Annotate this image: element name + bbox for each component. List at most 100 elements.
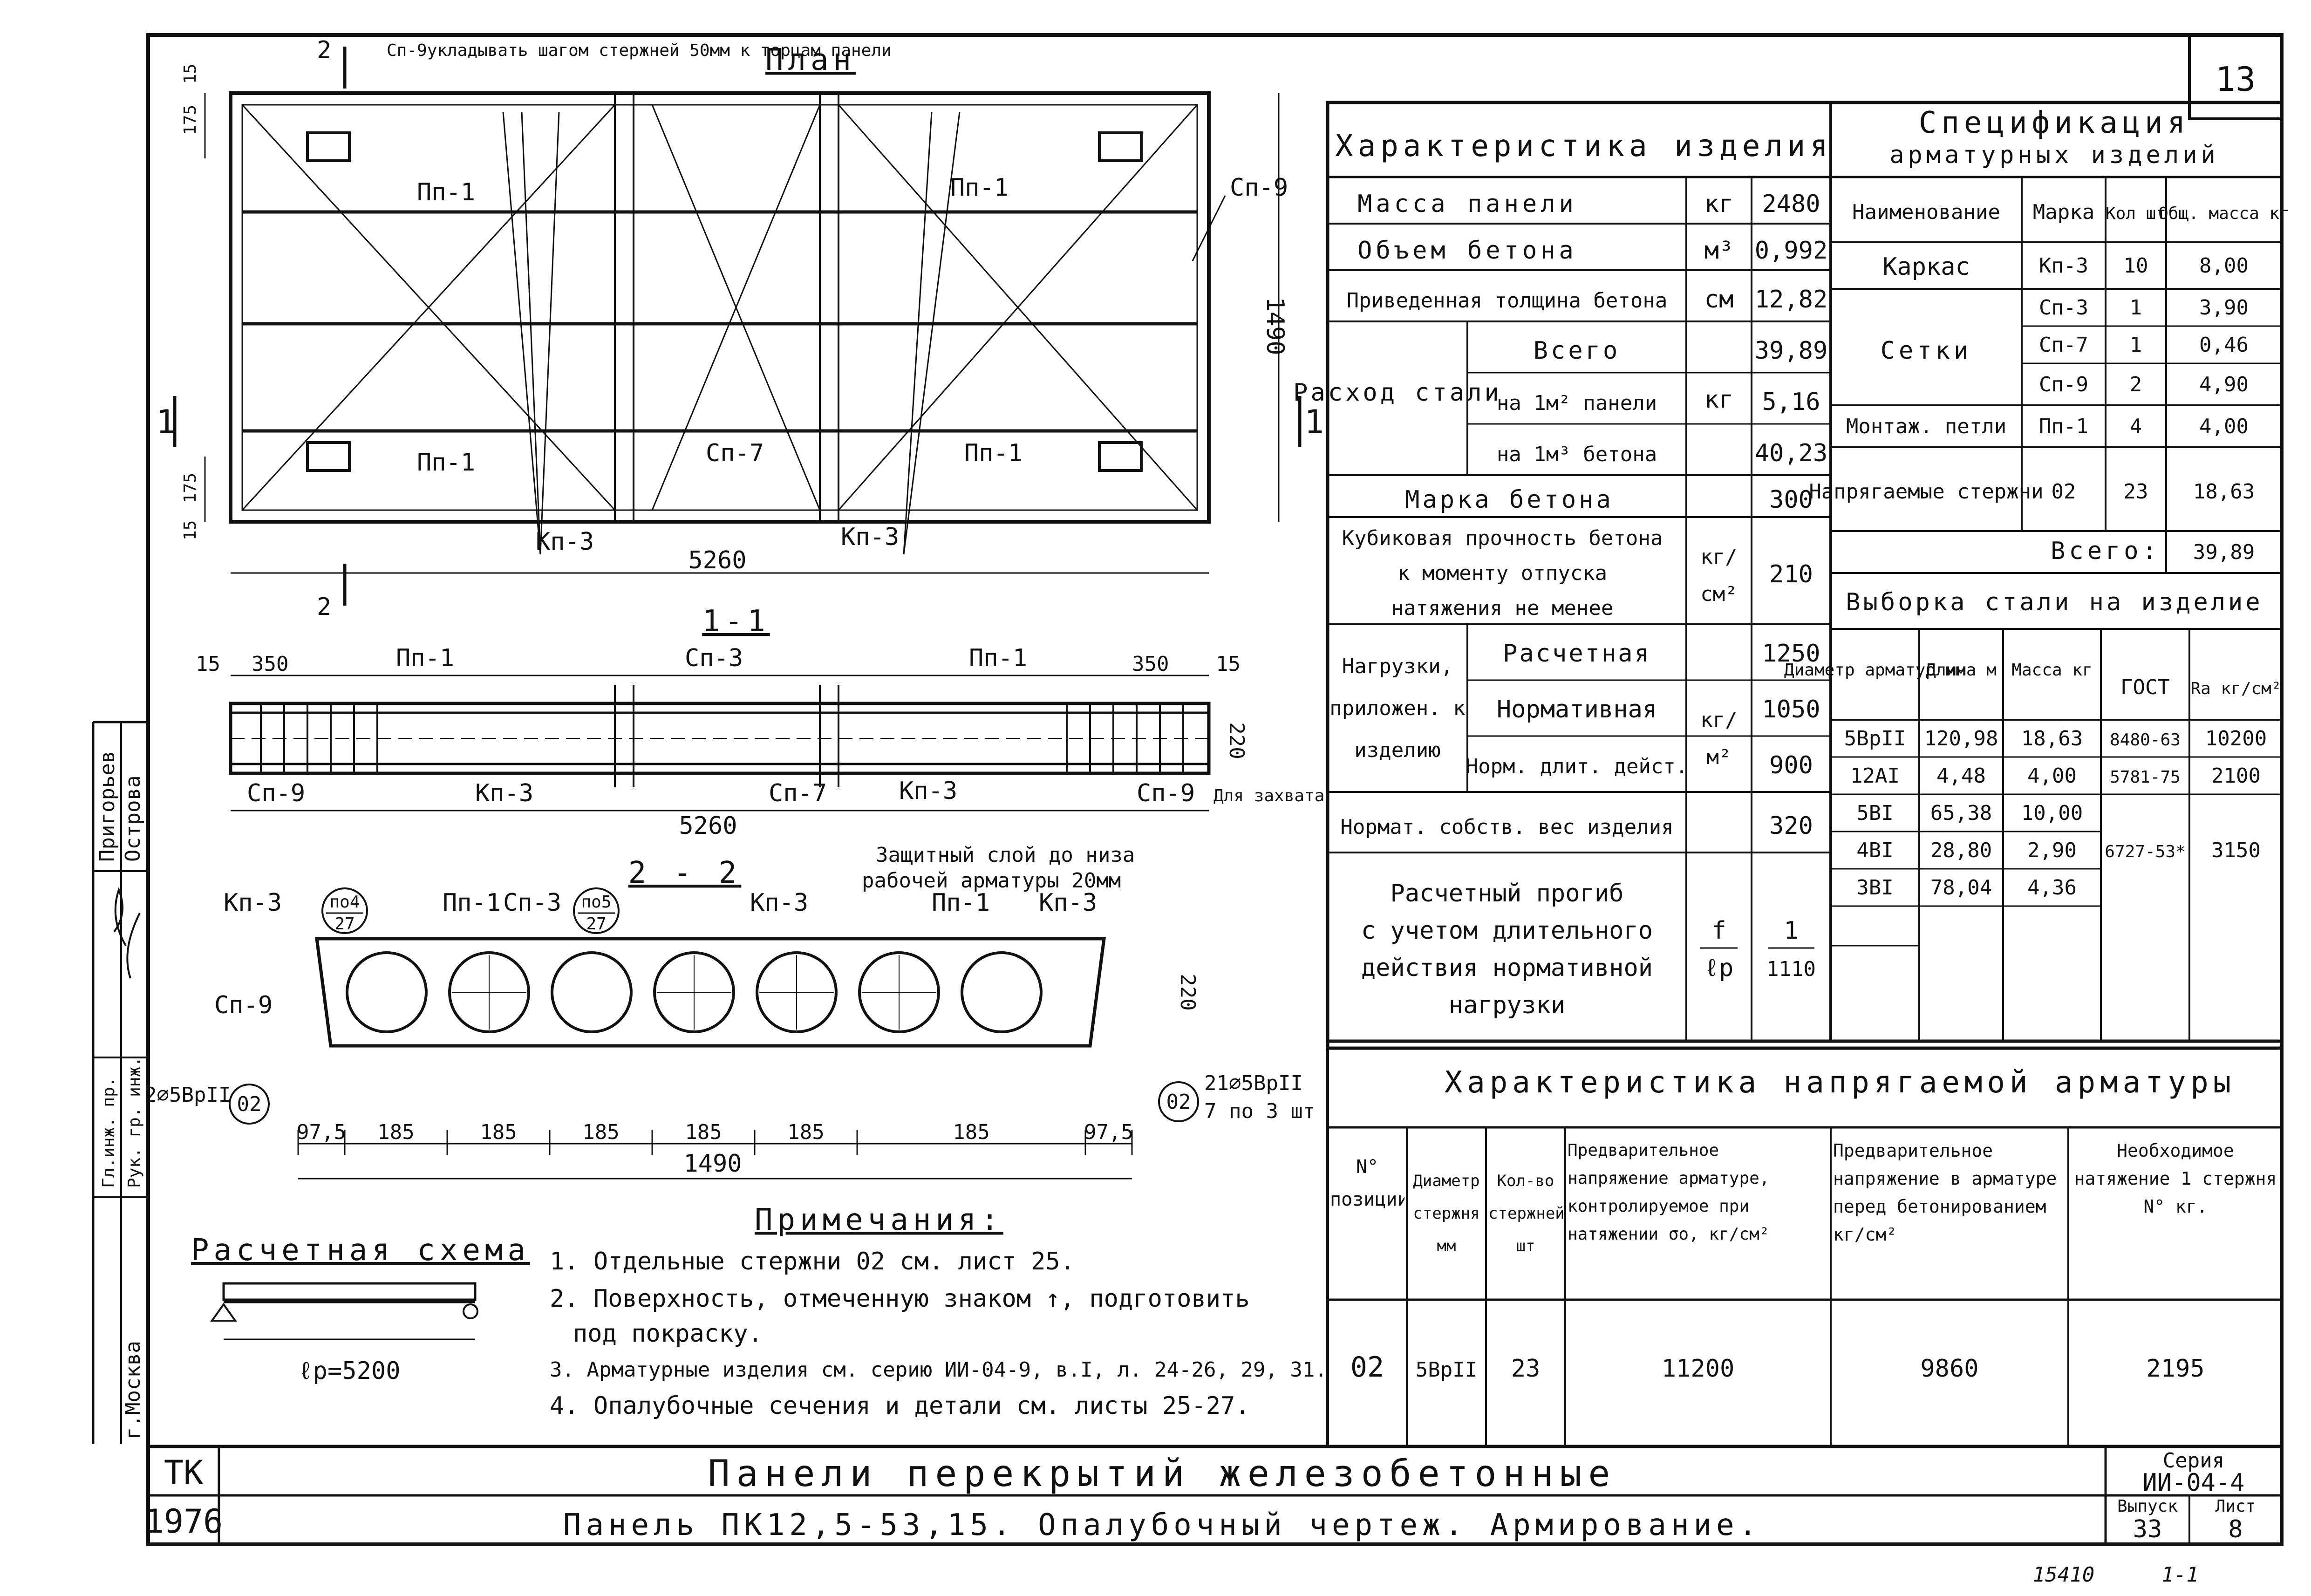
plan-view: План Сп-9укладывать шагом стержней 50мм …	[156, 36, 1324, 621]
steel-col-gost: ГОСТ	[2120, 675, 2170, 699]
spec-row4-mass: 4,90	[2199, 373, 2249, 396]
prestress-col-s1: Предварительное напряжение в арматуре пе…	[1833, 1140, 2057, 1245]
notes: Примечания: 1. Отдельные стержни 02 см. …	[550, 1203, 1327, 1420]
scheme-span: ℓр=5200	[298, 1357, 400, 1385]
sheet-label: Лист	[2216, 1497, 2256, 1516]
plan-length: 5260	[688, 546, 746, 574]
char-val-selfweight: 320	[1769, 812, 1813, 840]
note-2b: под покраску.	[573, 1320, 763, 1348]
prestress-col-pos-box: N° позиции	[1330, 1156, 1404, 1210]
spec-row1-name: Каркас	[1882, 253, 1970, 281]
char-val-calc: 1250	[1762, 640, 1820, 668]
char-row-norm: Нормативная	[1497, 696, 1657, 723]
ref2-bot: 27	[586, 914, 606, 934]
plan-kp3-b: Кп-3	[841, 523, 899, 551]
prestress-col-dia-box: Диаметр стержня мм	[1413, 1172, 1479, 1255]
char-loads-unit-top: кг/	[1700, 708, 1737, 732]
section-2-2: 2 - 2 Кп-3 Сп-9 Пп-1 Сп-3 Кп-3 Пп-1 Кп-3	[144, 856, 1315, 1180]
characteristics-table: Характеристика изделия Масса панели кг 2…	[1293, 129, 1831, 1041]
sec1-left: 1	[156, 403, 176, 441]
stamp-org: г.Москва	[121, 1341, 145, 1439]
s11-sp9-left: Сп-9	[247, 779, 305, 807]
stamp-year: 1976	[144, 1502, 223, 1541]
spec-row2-mass: 3,90	[2199, 296, 2249, 320]
steel-r4-mass: 2,90	[2027, 839, 2077, 862]
steel-col-ra: Ra кг/см²	[2190, 679, 2281, 698]
plan-sp7: Сп-7	[706, 439, 764, 467]
spec-row1-qty: 10	[2124, 254, 2148, 278]
char-row-per-m3: на 1м³ бетона	[1497, 443, 1657, 466]
spec-row6-mass: 18,63	[2193, 480, 2255, 504]
steel-r4-len: 28,80	[1930, 839, 1992, 862]
steel-r5-len: 78,04	[1930, 876, 1992, 900]
s22-right-bar1: 21⌀5ВрII	[1204, 1071, 1303, 1095]
steel-r2-ra: 2100	[2211, 764, 2261, 788]
prestress-col-s1-box: Предварительное напряжение в арматуре пе…	[1833, 1140, 2057, 1245]
steel-r2-mass: 4,00	[2027, 764, 2077, 788]
char-unit-volume: м³	[1704, 237, 1734, 265]
char-row-selfweight: Нормат. собств. вес изделия	[1340, 815, 1673, 839]
steel-r1-ra: 10200	[2205, 727, 2267, 750]
spec-total-label: Всего:	[2051, 537, 2161, 565]
char-loads-l2: приложен. к	[1329, 696, 1465, 720]
char-row-long: Норм. длит. дейст.	[1466, 755, 1688, 778]
s22-right-bar2: 7 по 3 шт	[1204, 1099, 1315, 1123]
char-row-volume: Объем бетона	[1357, 237, 1577, 265]
ref2-top: по5	[581, 893, 611, 912]
char-defl-sym-top: f	[1711, 917, 1726, 945]
plan-pp1-c: Пп-1	[417, 449, 475, 477]
char-row-total: Всего	[1534, 337, 1621, 365]
s11-sp3: Сп-3	[685, 644, 743, 672]
char-loads-unit-bot: м²	[1707, 745, 1732, 769]
design-scheme: Расчетная схема ℓр=5200	[191, 1233, 530, 1385]
note-3: 3. Арматурные изделия см. серию ИИ-04-9,…	[550, 1358, 1327, 1382]
spec-col-qty: Кол шт	[2106, 204, 2166, 223]
spec-row2-mark: Сп-3	[2039, 296, 2088, 320]
steel-r4-ra: 3150	[2211, 839, 2261, 862]
specification-table: Спецификация арматурных изделий Наименов…	[1809, 106, 2290, 574]
prestress-dia: 5ВрII	[1416, 1358, 1477, 1382]
prestress-col-pos: N° позиции	[1330, 1156, 1404, 1210]
spec-row5-mark: Пп-1	[2039, 415, 2088, 438]
plan-dim175-top: 175	[181, 105, 200, 135]
prestress-col-force-box: Необходимое натяжение 1 стержня N° кг.	[2074, 1140, 2277, 1217]
s22-kp3-left: Кп-3	[224, 889, 282, 917]
s22-kp3-right: Кп-3	[1039, 889, 1097, 917]
plan-pp1-d: Пп-1	[964, 439, 1023, 467]
plan-note: Сп-9укладывать шагом стержней 50мм к тор…	[387, 41, 892, 60]
char-val-thickness: 12,82	[1755, 286, 1828, 314]
plan-pp1-a: Пп-1	[417, 178, 475, 206]
section-1-1: 1-1 15 350 Пп-1 Сп-3 Пп-1 350 15 220 Сп-…	[196, 604, 1324, 893]
inventory-number: 15410	[2033, 1563, 2094, 1587]
sheet-number: 13	[2216, 60, 2256, 99]
s11-kp3-a: Кп-3	[475, 779, 533, 807]
s22-pos-right: 02	[1166, 1090, 1191, 1114]
char-val-volume: 0,992	[1755, 237, 1828, 265]
steel-r1-gost: 8480-63	[2110, 730, 2181, 750]
prestress-s1: 9860	[1920, 1355, 1978, 1383]
s22-heading: 2 - 2	[628, 856, 742, 890]
prestress-col-force: Необходимое натяжение 1 стержня N° кг.	[2074, 1140, 2277, 1217]
spec-row3-mark: Сп-7	[2039, 333, 2088, 357]
stamp-role2: Гл.инж. пр.	[99, 1077, 118, 1188]
spec-row4-mark: Сп-9	[2039, 373, 2088, 396]
spec-row2-qty: 1	[2130, 296, 2142, 320]
steel-r1-mass: 18,63	[2021, 727, 2083, 750]
plan-heading: План	[765, 43, 856, 77]
char-defl-sym-bot: ℓр	[1704, 954, 1734, 982]
steel-col-mass: Масса кг	[2011, 661, 2092, 680]
s11-heading: 1-1	[702, 604, 770, 639]
dim-label: 185	[685, 1120, 722, 1144]
steel-col-dia: Диаметр арматур мм	[1784, 661, 1966, 680]
spec-row5-name: Монтаж. петли	[1846, 415, 2006, 438]
title-main: Панели перекрытий железобетонные	[708, 1453, 1617, 1495]
s11-sp7: Сп-7	[769, 779, 827, 807]
prestress-pos: 02	[1350, 1351, 1384, 1384]
steel-r3-mass: 10,00	[2021, 801, 2083, 825]
note-1: 1. Отдельные стержни 02 см. лист 25.	[550, 1248, 1075, 1275]
s22-pos-left: 02	[237, 1092, 262, 1116]
char-val-mass: 2480	[1762, 190, 1820, 218]
dim-label: 97,5	[297, 1120, 346, 1144]
scheme-heading: Расчетная схема	[191, 1233, 530, 1268]
